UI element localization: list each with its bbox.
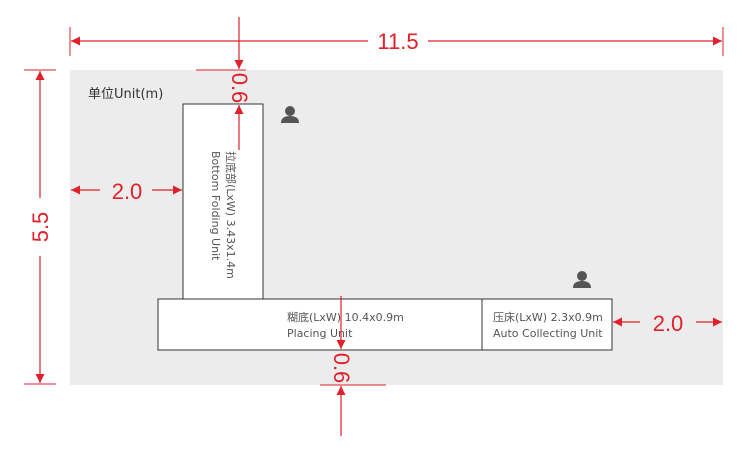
bottom-folding-unit-spec: 拉底部(LxW) 3.43x1.4m bbox=[224, 151, 238, 279]
operator-person-icon bbox=[573, 271, 591, 288]
dimension-right-gap-label: 2.0 bbox=[653, 311, 684, 336]
placing-unit: 糊底(LxW) 10.4x0.9m Placing Unit bbox=[157, 298, 483, 351]
dimension-right-gap: 2.0 bbox=[613, 311, 722, 336]
dimension-left-gap: 2.0 bbox=[71, 179, 182, 204]
bottom-folding-unit-box bbox=[182, 103, 264, 300]
dimension-total-width-label: 5.5 bbox=[28, 212, 53, 243]
dimension-total-length-label: 11.5 bbox=[377, 29, 418, 54]
bottom-folding-unit: 拉底部(LxW) 3.43x1.4m Bottom Folding Unit bbox=[182, 103, 264, 300]
dimension-total-width: 5.5 bbox=[24, 69, 56, 385]
dimension-bottom-gap-label: 0.6 bbox=[329, 353, 354, 384]
dimension-top-gap-label: 0.6 bbox=[227, 73, 252, 104]
placing-unit-name: Placing Unit bbox=[287, 327, 353, 340]
dimension-top-gap: 0.6 bbox=[196, 17, 252, 150]
operator-person-icon bbox=[281, 106, 299, 123]
placing-unit-box bbox=[157, 298, 483, 351]
auto-collecting-unit-box bbox=[481, 298, 613, 351]
dimension-left-gap-label: 2.0 bbox=[112, 179, 143, 204]
auto-collecting-unit-spec: 压床(LxW) 2.3x0.9m bbox=[493, 310, 603, 324]
dimension-bottom-gap: 0.6 bbox=[320, 296, 386, 436]
auto-collecting-unit-name: Auto Collecting Unit bbox=[493, 327, 603, 340]
bottom-folding-unit-name: Bottom Folding Unit bbox=[209, 151, 222, 261]
placing-unit-spec: 糊底(LxW) 10.4x0.9m bbox=[287, 310, 404, 324]
dimension-total-length: 11.5 bbox=[69, 27, 724, 56]
auto-collecting-unit: 压床(LxW) 2.3x0.9m Auto Collecting Unit bbox=[481, 298, 613, 351]
unit-label: 单位Unit(m) bbox=[88, 87, 163, 102]
